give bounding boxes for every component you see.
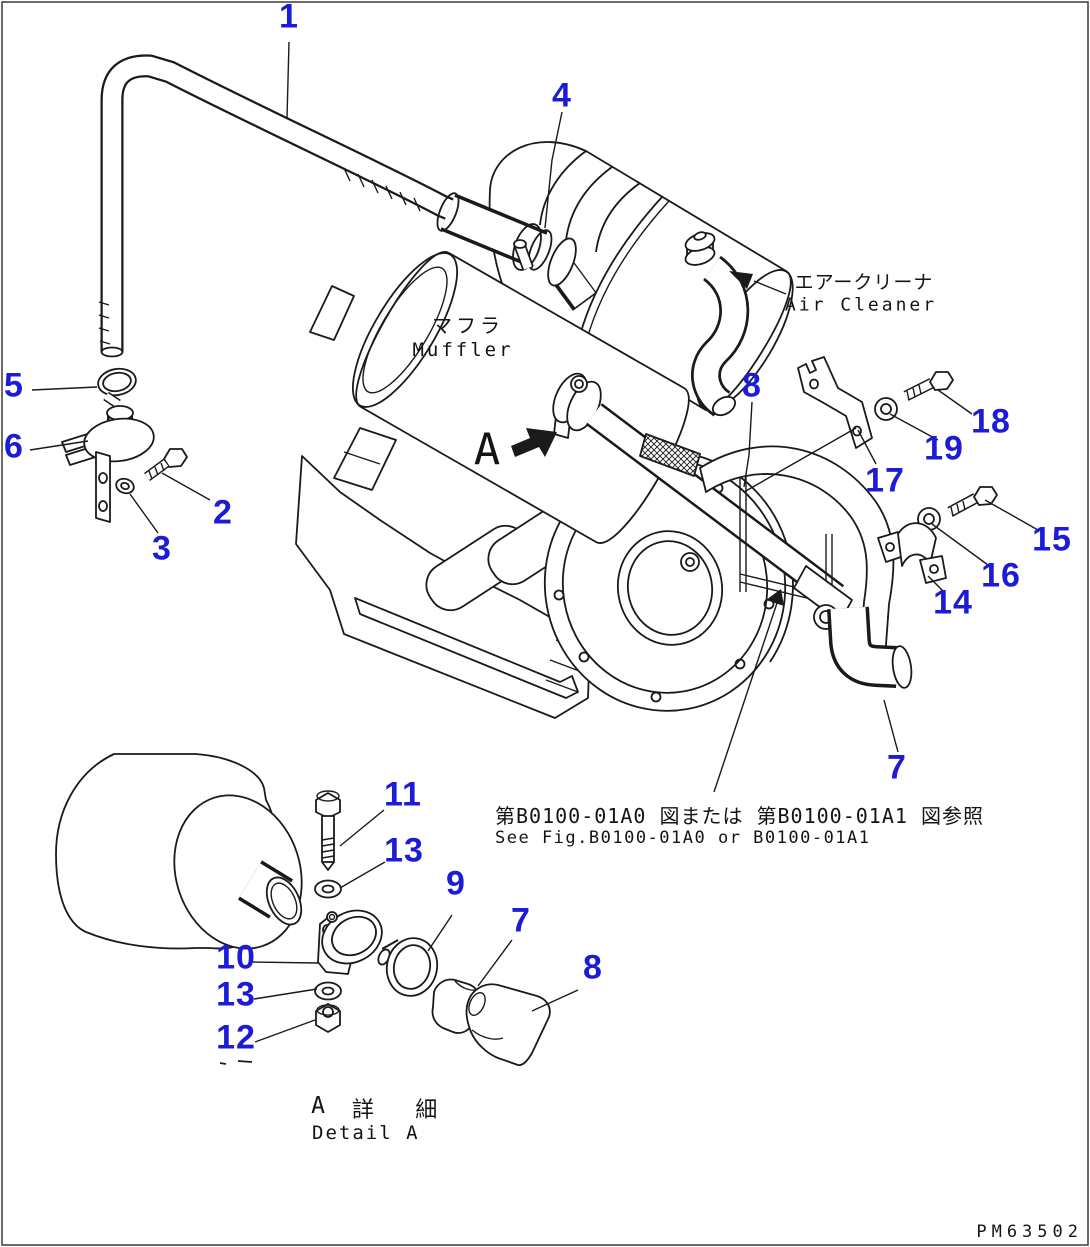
callout-6: 6 xyxy=(4,427,24,466)
callout-5: 5 xyxy=(4,366,24,405)
inlet-pipe-drawing xyxy=(98,54,530,358)
reference-note-en: See Fig.B0100-01A0 or B0100-01A1 xyxy=(495,828,871,848)
callout-8: 8 xyxy=(742,366,762,405)
callout-13: 13 xyxy=(384,831,424,870)
reference-arrow xyxy=(766,589,784,606)
callout-2: 2 xyxy=(213,493,233,532)
callout-14: 14 xyxy=(933,583,973,622)
section-arrow xyxy=(511,428,557,457)
callout-10: 10 xyxy=(216,938,256,977)
nut-12-drawing xyxy=(315,1003,341,1033)
callout-11: 11 xyxy=(384,775,422,814)
air-cleaner-arrow xyxy=(729,271,753,289)
clamp-9-drawing xyxy=(377,937,439,997)
clamp-14-drawing xyxy=(877,522,947,584)
detail-title-jp: 詳 細 xyxy=(352,1098,452,1123)
callout-8: 8 xyxy=(583,948,603,987)
callout-16: 16 xyxy=(981,556,1021,595)
air-cleaner-elbow-drawing xyxy=(691,255,750,417)
callout-15: 15 xyxy=(1032,520,1072,559)
leader-lines xyxy=(29,41,1039,1043)
section-marker: A xyxy=(473,424,501,476)
bracket-17-drawing xyxy=(797,356,873,449)
mount-parts-drawing xyxy=(83,367,188,523)
callout-13: 13 xyxy=(216,975,256,1014)
air-cleaner-label-jp: エアークリーナ xyxy=(794,271,934,294)
callout-17: 17 xyxy=(865,461,905,500)
air-cleaner-cap xyxy=(684,231,716,266)
callout-3: 3 xyxy=(152,529,172,568)
air-cleaner-label-en: Air Cleaner xyxy=(784,294,938,316)
clamp-4-drawing xyxy=(436,192,553,271)
callout-9: 9 xyxy=(446,864,466,903)
washer-13-lower-drawing xyxy=(314,981,342,1001)
bolt-11-drawing xyxy=(315,790,341,871)
muffler-drawing xyxy=(309,237,690,544)
bolt-18-drawing xyxy=(903,371,954,401)
drawing-code: PM63502 xyxy=(976,1222,1083,1242)
callout-19: 19 xyxy=(924,429,964,468)
callout-18: 18 xyxy=(971,402,1011,441)
bolt-15-drawing xyxy=(947,486,998,517)
detail-marker: A xyxy=(311,1093,325,1119)
muffler-label-jp: マフラ xyxy=(432,313,504,338)
detail-a-drawing xyxy=(55,753,551,1066)
washer-13-upper-drawing xyxy=(314,879,342,899)
clamp-10-drawing xyxy=(317,909,383,975)
pipe-8-detail-drawing xyxy=(465,983,551,1066)
callout-7: 7 xyxy=(511,901,531,940)
exhaust-pipe-drawing xyxy=(552,372,913,689)
reference-note-jp: 第B0100-01A0 図または 第B0100-01A1 図参照 xyxy=(495,804,984,828)
callout-12: 12 xyxy=(216,1018,256,1057)
detail-title-en: Detail A xyxy=(312,1122,420,1144)
muffler-label-en: Muffler xyxy=(412,339,514,361)
callout-1: 1 xyxy=(279,0,299,36)
callout-4: 4 xyxy=(552,76,572,115)
callout-7: 7 xyxy=(887,748,907,787)
